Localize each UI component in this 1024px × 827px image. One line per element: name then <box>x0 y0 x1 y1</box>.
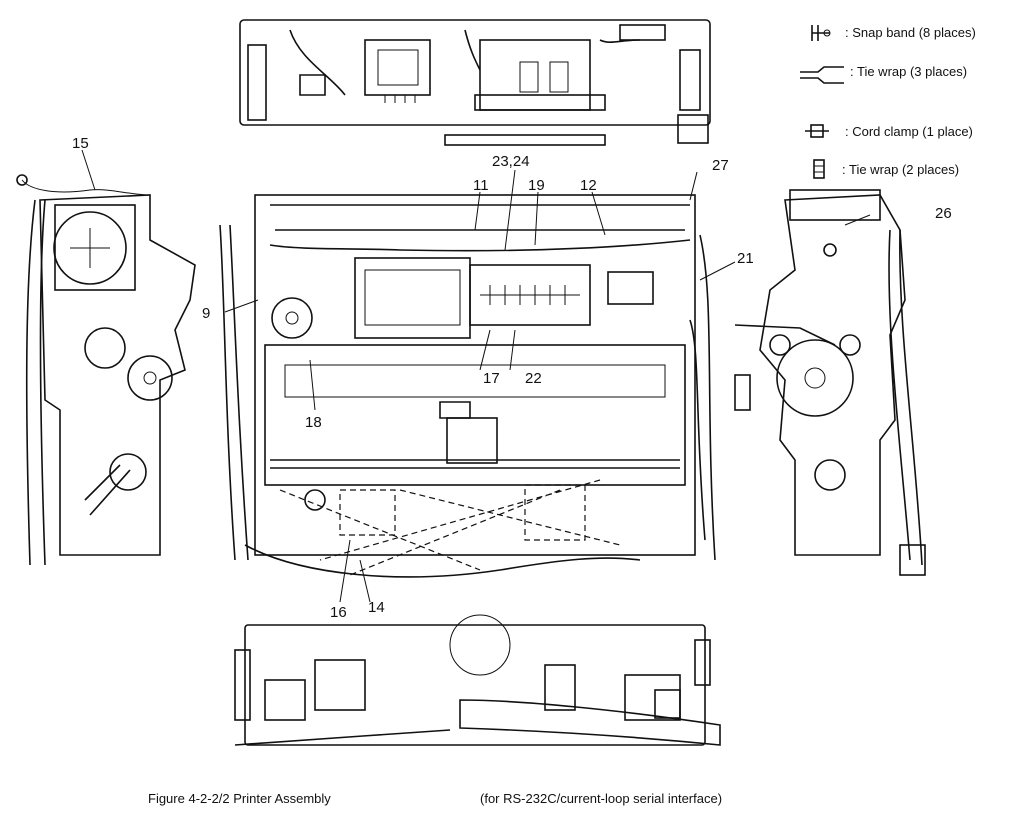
callout-17: 17 <box>483 370 500 387</box>
callout-23-24: 23,24 <box>492 153 530 170</box>
snap-band-icon <box>811 25 831 41</box>
bottom-view-assembly <box>234 614 721 746</box>
cord-clamp-icon <box>805 124 829 138</box>
callout-11: 11 <box>473 177 489 194</box>
tie-wrap-small-icon <box>813 159 825 179</box>
callout-27: 27 <box>712 157 729 174</box>
figure-caption-note: (for RS-232C/current-loop serial interfa… <box>480 791 723 806</box>
legend-tie-wrap-small: : Tie wrap (2 places) <box>842 162 960 177</box>
callout-9: 9 <box>202 305 210 322</box>
top-view-assembly <box>239 19 711 146</box>
callout-15: 15 <box>72 135 89 152</box>
callout-22: 22 <box>525 370 542 387</box>
callout-18: 18 <box>305 414 322 431</box>
legend-snap-band: : Snap band (8 places) <box>845 25 976 40</box>
callout-12: 12 <box>580 177 597 194</box>
left-side-view <box>16 174 196 566</box>
main-front-view <box>219 194 751 578</box>
callout-26: 26 <box>935 205 952 222</box>
callout-19: 19 <box>528 177 545 194</box>
callout-16: 16 <box>330 604 347 621</box>
callout-leaders <box>81 149 871 603</box>
callout-21: 21 <box>737 250 754 267</box>
figure-caption: Figure 4-2-2/2 Printer Assembly <box>148 791 331 806</box>
legend-cord-clamp: : Cord clamp (1 place) <box>845 124 973 139</box>
tie-wrap-icon <box>800 66 844 84</box>
callout-14: 14 <box>368 599 385 616</box>
legend-tie-wrap: : Tie wrap (3 places) <box>850 64 968 79</box>
right-side-view <box>734 189 926 576</box>
